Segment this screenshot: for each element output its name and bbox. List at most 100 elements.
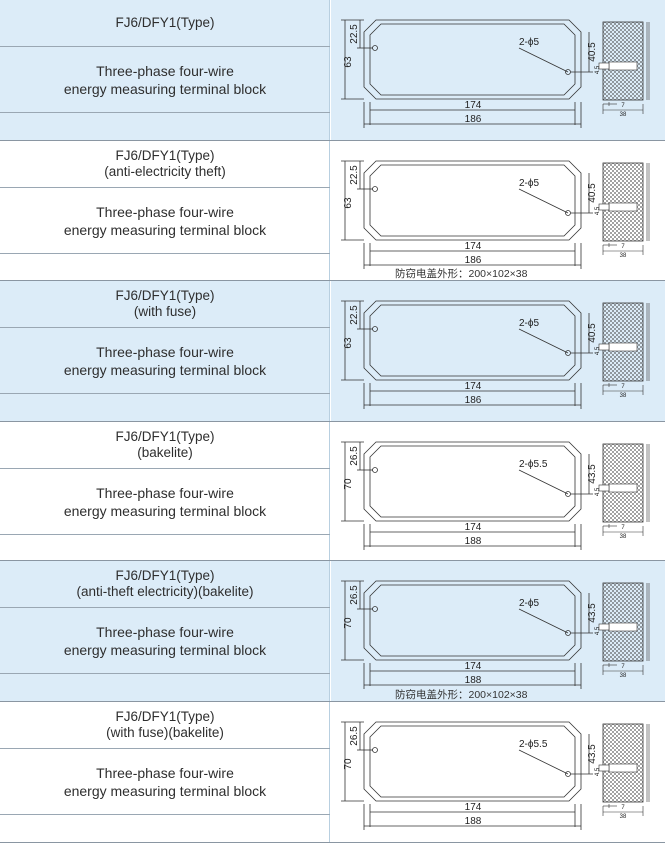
side-view-offset-label: 7 — [621, 664, 625, 670]
side-view-depth-label: 38 — [620, 673, 627, 679]
description-line: energy measuring terminal block — [63, 221, 267, 238]
height-dimension-label: 63 — [343, 56, 354, 68]
spec-row: FJ6/DFY1(Type)(anti-electricity theft)Th… — [0, 141, 665, 281]
model-type-line: FJ6/DFY1(Type) — [115, 568, 215, 583]
model-type-line: FJ6/DFY1(Type) — [115, 15, 215, 30]
side-view-depth-label: 38 — [620, 253, 627, 259]
side-dimension-label: 40.5 — [587, 183, 598, 203]
side-view-depth-label: 38 — [620, 814, 627, 820]
spec-row: FJ6/DFY1(Type)(with fuse)(bakelite) Three… — [0, 702, 665, 843]
spec-row: FJ6/DFY1(Type)(with fuse)Three-phase fou… — [0, 281, 665, 422]
height-dimension-label: 63 — [343, 197, 354, 209]
side-view-offset-label: 7 — [621, 103, 625, 109]
model-type-cell: FJ6/DFY1(Type)(bakelite) — [0, 422, 330, 469]
outer-width-label: 186 — [465, 395, 482, 406]
side-dimension-label: 40.5 — [587, 42, 598, 62]
row-divider — [0, 560, 665, 561]
outer-width-label: 186 — [465, 255, 482, 266]
side-view-depth-label: 38 — [620, 534, 627, 540]
description-column: FJ6/DFY1(Type)(anti-theft electricity)(b… — [0, 561, 330, 702]
description-line: energy measuring terminal block — [63, 782, 267, 799]
side-view-small-label: 4.5 — [595, 206, 601, 215]
model-type-cell: FJ6/DFY1(Type)(anti-theft electricity)(b… — [0, 561, 330, 608]
model-type-cell: FJ6/DFY1(Type) — [0, 0, 330, 47]
description-line: energy measuring terminal block — [63, 361, 267, 378]
model-type-line: (anti-theft electricity)(bakelite) — [76, 584, 254, 599]
outer-width-label: 188 — [465, 536, 482, 547]
inner-width-label: 174 — [465, 522, 482, 533]
hole-spec-label: 2-ϕ5 — [519, 37, 539, 48]
top-offset-dimension-label: 26.5 — [349, 446, 360, 466]
side-view-small-label: 4.5 — [595, 767, 601, 776]
side-dimension-label: 43.5 — [587, 464, 598, 484]
description-column: FJ6/DFY1(Type)(with fuse)Three-phase fou… — [0, 281, 330, 422]
model-type-line: (bakelite) — [137, 445, 193, 460]
height-dimension-label: 70 — [343, 478, 354, 490]
top-offset-dimension-label: 22.5 — [349, 165, 360, 185]
side-view-depth-label: 38 — [620, 112, 627, 118]
inner-width-label: 174 — [465, 381, 482, 392]
outer-width-label: 188 — [465, 816, 482, 827]
hole-spec-label: 2-ϕ5 — [519, 178, 539, 189]
description-line: energy measuring terminal block — [63, 80, 267, 97]
outer-width-label: 188 — [465, 675, 482, 686]
description-line: Three-phase four-wire — [96, 203, 234, 220]
model-type-cell: FJ6/DFY1(Type)(anti-electricity theft) — [0, 141, 330, 188]
side-view-offset-label: 7 — [621, 384, 625, 390]
inner-width-label: 174 — [465, 661, 482, 672]
description-line: energy measuring terminal block — [63, 641, 267, 658]
cover-dimension-note: 防窃电盖外形：200×102×38 — [395, 689, 528, 701]
hole-spec-label: 2-ϕ5.5 — [519, 739, 548, 750]
description-column: FJ6/DFY1(Type)(anti-electricity theft)Th… — [0, 141, 330, 281]
model-type-line: FJ6/DFY1(Type) — [115, 429, 215, 444]
spec-row: FJ6/DFY1(Type)(anti-theft electricity)(b… — [0, 561, 665, 702]
hole-spec-label: 2-ϕ5.5 — [519, 459, 548, 470]
top-offset-dimension-label: 26.5 — [349, 585, 360, 605]
model-type-line: FJ6/DFY1(Type) — [115, 709, 215, 724]
side-dimension-label: 43.5 — [587, 603, 598, 623]
model-type-line: (with fuse)(bakelite) — [106, 725, 224, 740]
top-offset-dimension-label: 26.5 — [349, 726, 360, 746]
description-column: FJ6/DFY1(Type)(with fuse)(bakelite) Three… — [0, 702, 330, 843]
side-view-offset-label: 7 — [621, 805, 625, 811]
inner-width-label: 174 — [465, 802, 482, 813]
description-column: FJ6/DFY1(Type)(bakelite)Three-phase four… — [0, 422, 330, 561]
description-line: Three-phase four-wire — [96, 343, 234, 360]
description-line: Three-phase four-wire — [96, 62, 234, 79]
outer-width-label: 186 — [465, 114, 482, 125]
side-view-small-label: 4.5 — [595, 626, 601, 635]
inner-width-label: 174 — [465, 100, 482, 111]
row-divider — [0, 701, 665, 702]
model-type-line: FJ6/DFY1(Type) — [115, 288, 215, 303]
model-type-cell: FJ6/DFY1(Type)(with fuse) — [0, 281, 330, 328]
side-view-small-label: 4.5 — [595, 346, 601, 355]
top-offset-dimension-label: 22.5 — [349, 305, 360, 325]
spec-row: FJ6/DFY1(Type)(bakelite)Three-phase four… — [0, 422, 665, 561]
row-divider — [0, 421, 665, 422]
side-view-small-label: 4.5 — [595, 65, 601, 74]
side-view-offset-label: 7 — [621, 525, 625, 531]
model-type-line: FJ6/DFY1(Type) — [115, 148, 215, 163]
row-divider — [0, 280, 665, 281]
height-dimension-label: 70 — [343, 758, 354, 770]
cover-dimension-note: 防窃电盖外形：200×102×38 — [395, 268, 528, 280]
